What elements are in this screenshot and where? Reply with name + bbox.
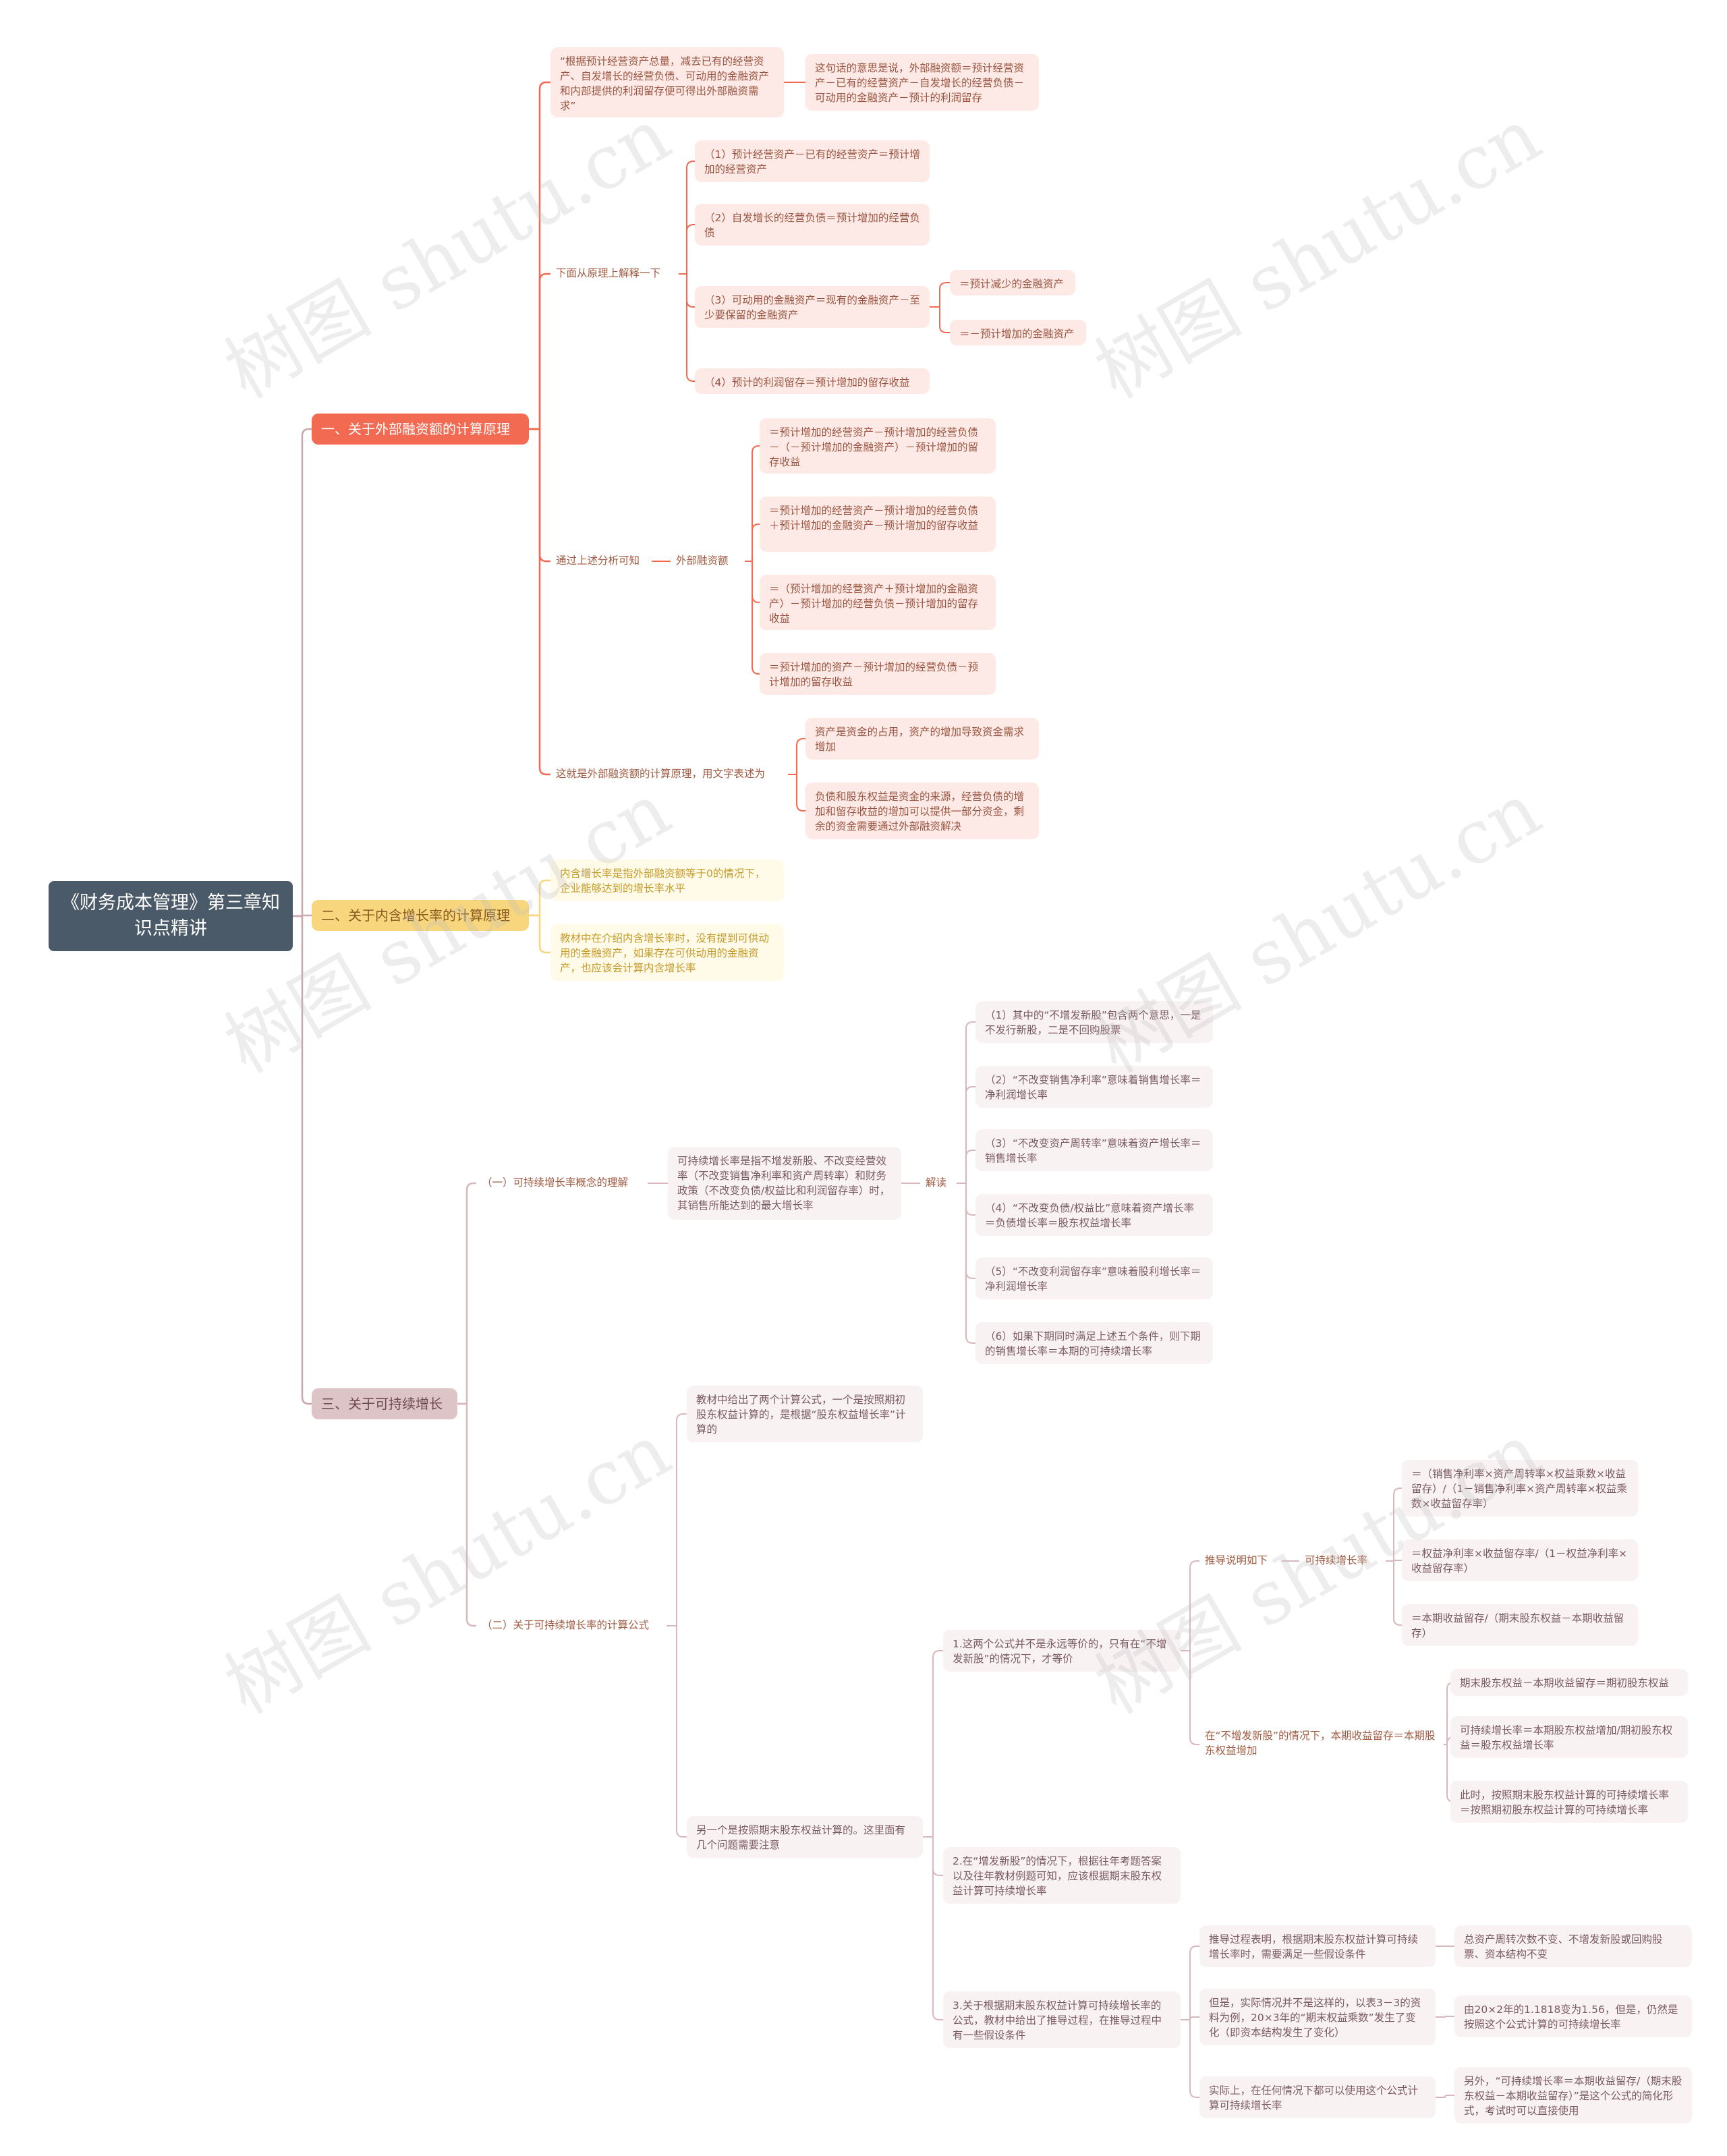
connector-line	[957, 1021, 975, 1184]
b2-n2[interactable]: 教材中在介绍内含增长率时，没有提到可供动用的金融资产，如果存在可供动用的金融资产…	[550, 924, 784, 981]
b1-f4[interactable]: ＝预计增加的资产－预计增加的经营负债－预计增加的留存收益	[760, 653, 996, 695]
b1-e3b[interactable]: ＝－预计增加的金融资产	[950, 320, 1086, 345]
b3-p2[interactable]: 2.在“增发新股”的情况下，根据往年考题答案以及往年教材例题可知，应该根据期末股…	[943, 1847, 1181, 1904]
connector-line	[1181, 2019, 1199, 2098]
b3-h3[interactable]: 此时，按照期末股东权益计算的可持续增长率＝按照期初股东权益计算的可持续增长率	[1450, 1781, 1688, 1823]
connector-line	[745, 445, 760, 562]
b3-g3[interactable]: ＝本期收益留存/（期末股东权益－本期收益留存）	[1402, 1604, 1638, 1646]
b1-e3[interactable]: （3）可动用的金融资产＝现有的金融资产－至少要保留的金融资产	[695, 286, 930, 328]
connector-line	[293, 428, 312, 917]
connector-line	[745, 523, 760, 562]
b1-quote[interactable]: “根据预计经营资产总量，减去已有的经营资产、自发增长的经营负债、可动用的金融资产…	[550, 47, 784, 117]
b1-f1[interactable]: ＝预计增加的经营资产－预计增加的经营负债－（－预计增加的金融资产）－预计增加的留…	[760, 418, 996, 474]
b1-quote-explain[interactable]: 这句话的意思是说，外部融资额＝预计经营资产－已有的经营资产－自发增长的经营负债－…	[805, 54, 1039, 111]
connector-line	[788, 774, 805, 812]
branch-internal-growth[interactable]: 二、关于内含增长率的计算原理	[312, 900, 529, 931]
b3-g2[interactable]: ＝权益净利率×收益留存率/（1－权益净利率×收益留存率）	[1402, 1539, 1638, 1581]
b3-j6[interactable]: （6）如果下期同时满足上述五个条件，则下期的销售增长率＝本期的可持续增长率	[975, 1322, 1213, 1364]
b1-w1[interactable]: 资产是资金的占用，资产的增加导致资金需求增加	[805, 718, 1039, 760]
b3-s1-definition[interactable]: 可持续增长率是指不增发新股、不改变经营效率（不改变销售净利率和资产周转率）和财务…	[668, 1147, 901, 1220]
b3-p1[interactable]: 1.这两个公式并不是永远等价的，只有在“不增发新股”的情况下，才等价	[943, 1630, 1181, 1672]
connector-line	[667, 1413, 687, 1626]
b1-explain-label[interactable]: 下面从原理上解释一下	[556, 267, 661, 279]
b1-e1[interactable]: （1）预计经营资产－已有的经营资产＝预计增加的经营资产	[695, 140, 930, 182]
connector-line	[667, 1625, 687, 1838]
b1-f3[interactable]: ＝（预计增加的经营资产＋预计增加的金融资产）－预计增加的经营负债－预计增加的留存…	[760, 575, 996, 630]
branch-sustainable-growth[interactable]: 三、关于可持续增长	[312, 1388, 457, 1419]
connector-line	[957, 1086, 975, 1184]
connector-line	[957, 1183, 975, 1344]
connector-line	[529, 81, 550, 430]
connector-line	[679, 161, 695, 275]
b1-e3a[interactable]: ＝预计减少的金融资产	[950, 270, 1075, 295]
connector-line	[930, 282, 950, 308]
connector-line	[923, 1650, 943, 1838]
b3-j4[interactable]: （4）“不改变负债/权益比”意味着资产增长率＝负债增长率＝股东权益增长率	[975, 1194, 1213, 1236]
connector-line	[1436, 2016, 1454, 2018]
b3-interpretation-label[interactable]: 解读	[926, 1176, 947, 1189]
connector-line	[679, 273, 695, 382]
connector-line	[1386, 1487, 1402, 1562]
b3-s2-label[interactable]: （二）关于可持续增长率的计算公式	[482, 1619, 650, 1631]
b3-j1[interactable]: （1）其中的“不增发新股”包含两个意思，一是不发行新股，二是不回购股票	[975, 1001, 1213, 1043]
b3-t2[interactable]: 另一个是按照期末股东权益计算的。这里面有几个问题需要注意	[687, 1816, 923, 1858]
b1-e2[interactable]: （2）自发增长的经营负债＝预计增加的经营负债	[695, 204, 930, 246]
connector-line	[1436, 2095, 1454, 2098]
connector-line	[1386, 1560, 1402, 1626]
b3-j2[interactable]: （2）“不改变销售净利率”意味着销售增长率＝净利润增长率	[975, 1066, 1213, 1108]
connector-line	[745, 561, 760, 675]
b1-e4[interactable]: （4）预计的利润留存＝预计增加的留存收益	[695, 368, 930, 394]
b3-p1c-label[interactable]: 在“不增发新股”的情况下，本期收益留存＝本期股东权益增加	[1205, 1730, 1436, 1757]
b3-q2[interactable]: 但是，实际情况并不是这样的，以表3－3的资料为例，20×3年的“期末权益乘数”发…	[1199, 1989, 1436, 2045]
connector-line	[679, 224, 695, 275]
b3-h1[interactable]: 期末股东权益－本期收益留存＝期初股东权益	[1450, 1669, 1688, 1696]
branch-external-financing[interactable]: 一、关于外部融资额的计算原理	[312, 414, 529, 445]
b2-n1[interactable]: 内含增长率是指外部融资额等于0的情况下，企业能够达到的增长率水平	[550, 859, 784, 901]
connector-line	[293, 915, 312, 1405]
connector-line	[930, 306, 950, 333]
b3-t1[interactable]: 教材中给出了两个计算公式，一个是按照期初股东权益计算的，是根据“股东权益增长率”…	[687, 1386, 923, 1442]
b3-h2[interactable]: 可持续增长率＝本期股东权益增加/期初股东权益＝股东权益增长率	[1450, 1716, 1688, 1758]
b3-p1b-label[interactable]: 可持续增长率	[1305, 1554, 1368, 1566]
connector-line	[529, 273, 550, 430]
b3-p3[interactable]: 3.关于根据期末股东权益计算可持续增长率的公式，教材中给出了推导过程，在推导过程…	[943, 1991, 1181, 2048]
b3-q3a[interactable]: 另外，“可持续增长率＝本期收益留存/（期末股东权益－本期收益留存）”是这个公式的…	[1454, 2067, 1692, 2124]
connector-line	[1181, 1946, 1199, 2020]
b3-q1[interactable]: 推导过程表明，根据期末股东权益计算可持续增长率时，需要满足一些假设条件	[1199, 1925, 1436, 1967]
b3-j5[interactable]: （5）“不改变利润留存率”意味着股利增长率＝净利润增长率	[975, 1257, 1213, 1299]
b3-s1-label[interactable]: （一）可持续增长率概念的理解	[482, 1176, 629, 1189]
b3-g1[interactable]: ＝（销售净利率×资产周转率×权益乘数×收益留存）/（1－销售净利率×资产周转率×…	[1402, 1460, 1638, 1516]
connector-line	[457, 1402, 476, 1627]
b1-words-label[interactable]: 这就是外部融资额的计算原理，用文字表述为	[556, 768, 766, 780]
connector-line	[529, 879, 550, 917]
connector-line	[1181, 1560, 1199, 1651]
connector-line	[529, 428, 550, 776]
connector-line	[957, 1150, 975, 1184]
root-topic[interactable]: 《财务成本管理》第三章知识点精讲	[49, 881, 293, 951]
connector-line	[529, 914, 550, 954]
connector-line	[923, 1836, 943, 2020]
b3-q2a[interactable]: 由20×2年的1.1818变为1.56，但是，仍然是按照这个公式计算的可持续增长…	[1454, 1995, 1692, 2037]
connector-line	[788, 738, 805, 775]
b3-q3[interactable]: 实际上，在任何情况下都可以使用这个公式计算可持续增长率	[1199, 2076, 1436, 2118]
connector-line	[457, 1182, 476, 1405]
b1-f2[interactable]: ＝预计增加的经营资产－预计增加的经营负债＋预计增加的金融资产－预计增加的留存收益	[760, 497, 996, 552]
b3-p1a-label[interactable]: 推导说明如下	[1205, 1554, 1268, 1566]
b1-analysis-label[interactable]: 通过上述分析可知	[556, 555, 640, 567]
connector-line	[1181, 1650, 1199, 1745]
b1-ext-financing-label[interactable]: 外部融资额	[676, 555, 729, 567]
b1-w2[interactable]: 负债和股东权益是资金的来源，经营负债的增加和留存收益的增加可以提供一部分资金，剩…	[805, 783, 1039, 839]
b3-q1a[interactable]: 总资产周转次数不变、不增发新股或回购股票、资本结构不变	[1454, 1925, 1692, 1967]
b3-j3[interactable]: （3）“不改变资产周转率”意味着资产增长率＝销售增长率	[975, 1129, 1213, 1171]
